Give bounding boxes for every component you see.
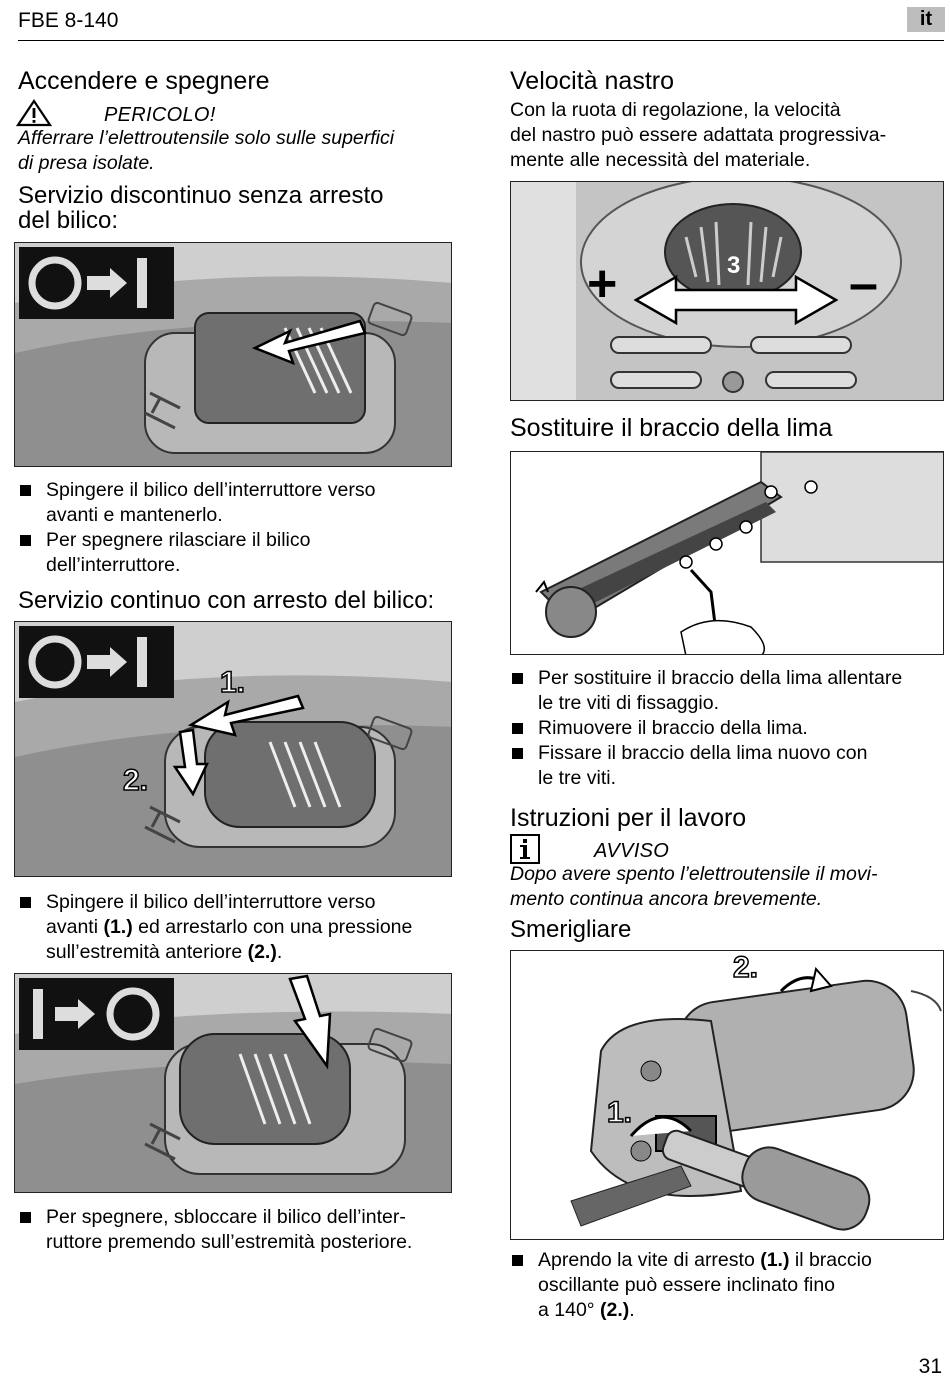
info-icon [510,834,540,864]
section-title-belt-speed: Velocità nastro [510,67,674,95]
warning-triangle-icon [15,99,53,127]
list-item: Per sostituire il braccio della lima all… [510,666,950,716]
section-title-file-arm: Sostituire il braccio della lima [510,414,833,442]
figure-switch-continuous: 1. 2. [14,621,452,877]
list-item: Per spegnere, sbloccare il bilico dell’i… [18,1205,463,1255]
header-title: FBE 8-140 [18,9,119,32]
section-title-work-instructions: Istruzioni per il lavoro [510,804,747,832]
list-item: Spingere il bilico dell’interruttore ver… [18,890,458,965]
figure-switch-off [14,973,452,1193]
notice-label: AVVISO [594,840,670,862]
bullet-list-grinding: Aprendo la vite di arresto (1.) il bracc… [510,1248,950,1323]
figure-label-2: 2. [122,763,149,798]
bullet-list-file-arm: Per sostituire il braccio della lima all… [510,666,950,791]
section-title-switch: Accendere e spegnere [18,67,270,95]
bullet-list-momentary: Spingere il bilico dell’interruttore ver… [18,478,458,578]
danger-text-line1: Afferrare l’elettroutensile solo sulle s… [18,127,395,149]
belt-speed-text-line1: Con la ruota di regolazione, la velocità [510,99,841,121]
danger-text-line2: di presa isolate. [18,152,155,174]
bullet-list-switch-off: Per spegnere, sbloccare il bilico dell’i… [18,1205,463,1255]
figure-grinding: 1. 2. [510,950,944,1240]
list-item: Rimuovere il braccio della lima. [510,716,950,741]
minus-sign: – [849,255,878,313]
bullet-list-continuous: Spingere il bilico dell’interruttore ver… [18,890,458,965]
dial-number: 3 [727,252,741,279]
belt-speed-text-line2: del nastro può essere adattata progressi… [510,124,887,146]
danger-label: PERICOLO! [104,104,216,126]
figure-file-arm [510,451,944,655]
notice-text-line1: Dopo avere spento l’elettroutensile il m… [510,863,878,885]
header-divider [18,40,944,41]
subsection-title-momentary-2: del bilico: [18,207,119,234]
subsection-title-continuous: Servizio continuo con arresto del bilico… [18,587,435,614]
figure-speed-dial: 3 + – [510,181,944,401]
notice-text-line2: mento continua ancora brevemente. [510,888,823,910]
figure-label-1: 1. [219,665,246,700]
figure-label-1: 1. [606,1095,633,1130]
plus-sign: + [587,255,618,313]
belt-speed-text-line3: mente alle necessità del materiale. [510,149,811,171]
language-badge: it [907,7,945,32]
page-number: 31 [918,1355,942,1378]
figure-label-2: 2. [732,951,759,985]
figure-switch-momentary [14,242,452,467]
list-item: Aprendo la vite di arresto (1.) il bracc… [510,1248,950,1323]
subsection-title-momentary-1: Servizio discontinuo senza arresto [18,182,384,209]
list-item: Spingere il bilico dell’interruttore ver… [18,478,458,528]
subsection-title-grinding: Smerigliare [510,916,632,943]
